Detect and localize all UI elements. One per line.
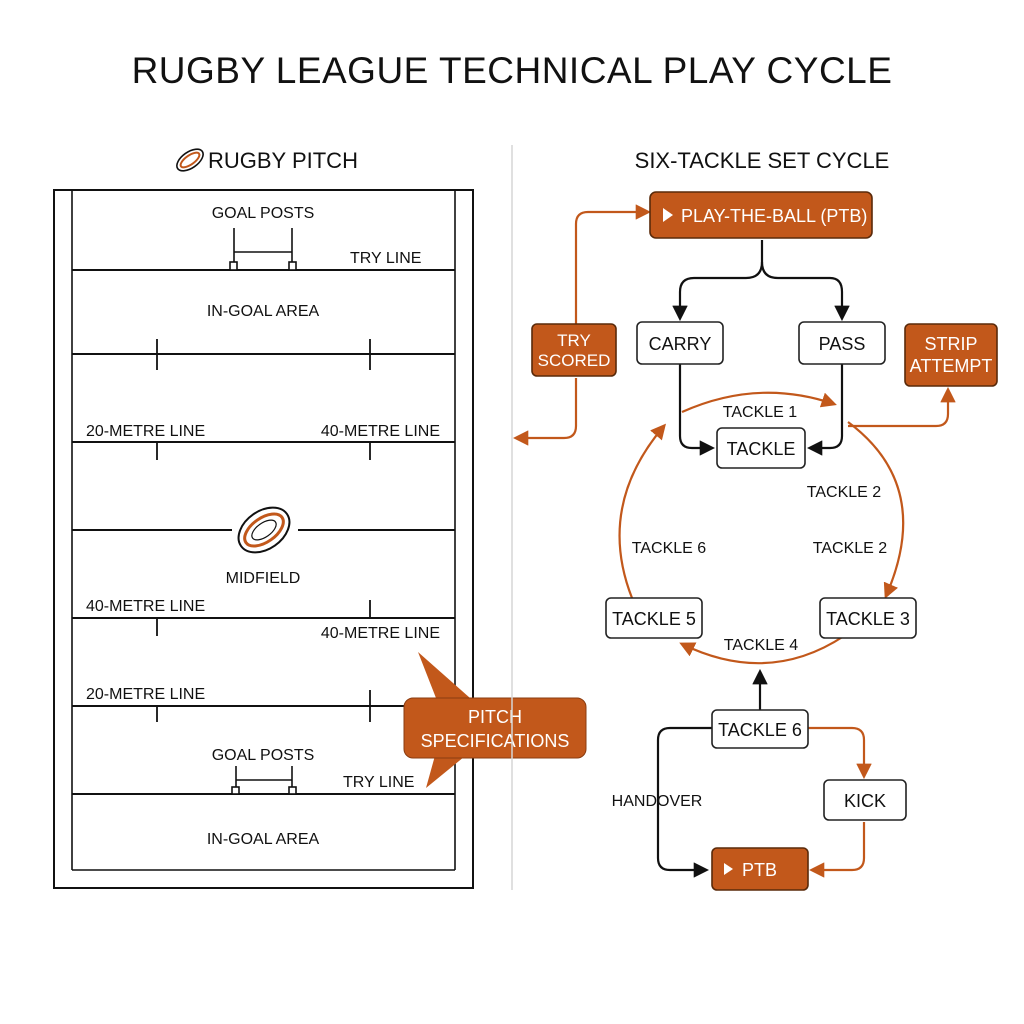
kick-to-ptb-arrow (808, 822, 866, 878)
try-scored-node: TRY SCORED (531, 323, 617, 377)
play-icon (724, 863, 733, 875)
callout-line-2: SPECIFICATIONS (421, 731, 570, 751)
try-scored-line-2: SCORED (538, 351, 611, 370)
rugby-ball-icon (176, 148, 204, 172)
goal-posts-top (229, 228, 297, 271)
pass-node: PASS (798, 321, 886, 365)
pitch-specifications-callout: PITCH SPECIFICATIONS (403, 652, 587, 788)
black-connectors (656, 240, 850, 878)
handover-label: HANDOVER (612, 793, 703, 810)
strip-line-1: STRIP (924, 334, 977, 354)
midfield-ball-icon (237, 506, 291, 554)
pass-label: PASS (819, 334, 866, 354)
arc-label-tackle-2-lower: TACKLE 2 (813, 540, 888, 557)
cycle-arc-labels: TACKLE 1 TACKLE 2 TACKLE 2 TACKLE 6 TACK… (612, 404, 888, 810)
cycle-heading: SIX-TACKLE SET CYCLE (635, 148, 890, 173)
twenty-line-bottom-label: 20-METRE LINE (86, 686, 205, 703)
carry-to-tackle-arrow (678, 364, 716, 456)
in-goal-bottom-label: IN-GOAL AREA (207, 831, 320, 848)
play-icon (663, 208, 673, 222)
orange-connectors (512, 204, 956, 878)
arc-label-tackle-1: TACKLE 1 (723, 404, 798, 421)
ptb-to-carry-arrow (672, 240, 764, 322)
try-line-top-label: TRY LINE (350, 250, 421, 267)
forty-line-top-label: 40-METRE LINE (321, 423, 440, 440)
arc-tackle-1 (681, 391, 837, 414)
midfield-label: MIDFIELD (226, 570, 301, 587)
pitch-field: GOAL POSTS TRY LINE IN-GOAL AREA 20-METR… (53, 189, 587, 889)
tackle-3-label: TACKLE 3 (826, 609, 910, 629)
tackle-node: TACKLE (716, 427, 806, 469)
play-the-ball-node: PLAY-THE-BALL (PTB) (649, 191, 873, 239)
arc-label-tackle-4: TACKLE 4 (724, 637, 799, 654)
arc-label-tackle-2-upper: TACKLE 2 (807, 484, 882, 501)
try-to-pitch-arrow (512, 378, 578, 446)
tackle-5-node: TACKLE 5 (605, 597, 703, 639)
ptb-small-label: PTB (742, 860, 777, 880)
strip-line-2: ATTEMPT (910, 356, 993, 376)
tackle-3-node: TACKLE 3 (819, 597, 917, 639)
callout-line-1: PITCH (468, 707, 522, 727)
carry-node: CARRY (636, 321, 724, 365)
pass-to-tackle-arrow (806, 364, 844, 456)
handover-arrow (656, 726, 712, 878)
arc-tackle-2 (847, 421, 905, 599)
page-title: RUGBY LEAGUE TECHNICAL PLAY CYCLE (131, 50, 893, 91)
carry-label: CARRY (649, 334, 712, 354)
kick-node: KICK (823, 779, 907, 821)
pitch-heading: RUGBY PITCH (208, 148, 358, 173)
arc-tackle-4 (679, 635, 845, 665)
tackle6-to-kick-arrow (808, 726, 872, 780)
in-goal-top-label: IN-GOAL AREA (207, 303, 320, 320)
hash-marks (156, 339, 371, 722)
goal-posts-top-label: GOAL POSTS (212, 205, 315, 222)
goal-posts-bottom (231, 766, 297, 795)
tackle-6-node: TACKLE 6 (711, 709, 809, 749)
twenty-line-top-label: 20-METRE LINE (86, 423, 205, 440)
try-to-ptb-arrow (574, 204, 652, 324)
arc-tackle-6 (618, 423, 666, 599)
pitch-heading-group: RUGBY PITCH (176, 148, 358, 173)
tackle-to-strip-arrow (848, 386, 956, 428)
arc-label-tackle-6: TACKLE 6 (632, 540, 707, 557)
ptb-node: PTB (711, 847, 809, 891)
tackle-6-box-label: TACKLE 6 (718, 720, 802, 740)
ptb-to-pass-arrow (760, 261, 850, 322)
try-scored-line-1: TRY (557, 331, 591, 350)
kick-label: KICK (844, 791, 886, 811)
goal-posts-bottom-label: GOAL POSTS (212, 747, 315, 764)
ptb-label: PLAY-THE-BALL (PTB) (681, 206, 867, 226)
strip-attempt-node: STRIP ATTEMPT (904, 323, 998, 387)
try-line-bottom-label: TRY LINE (343, 774, 414, 791)
forty-line-bottom-right-label: 40-METRE LINE (321, 625, 440, 642)
forty-line-bottom-left-label: 40-METRE LINE (86, 598, 205, 615)
tackle-5-label: TACKLE 5 (612, 609, 696, 629)
tackle-label: TACKLE (727, 439, 796, 459)
